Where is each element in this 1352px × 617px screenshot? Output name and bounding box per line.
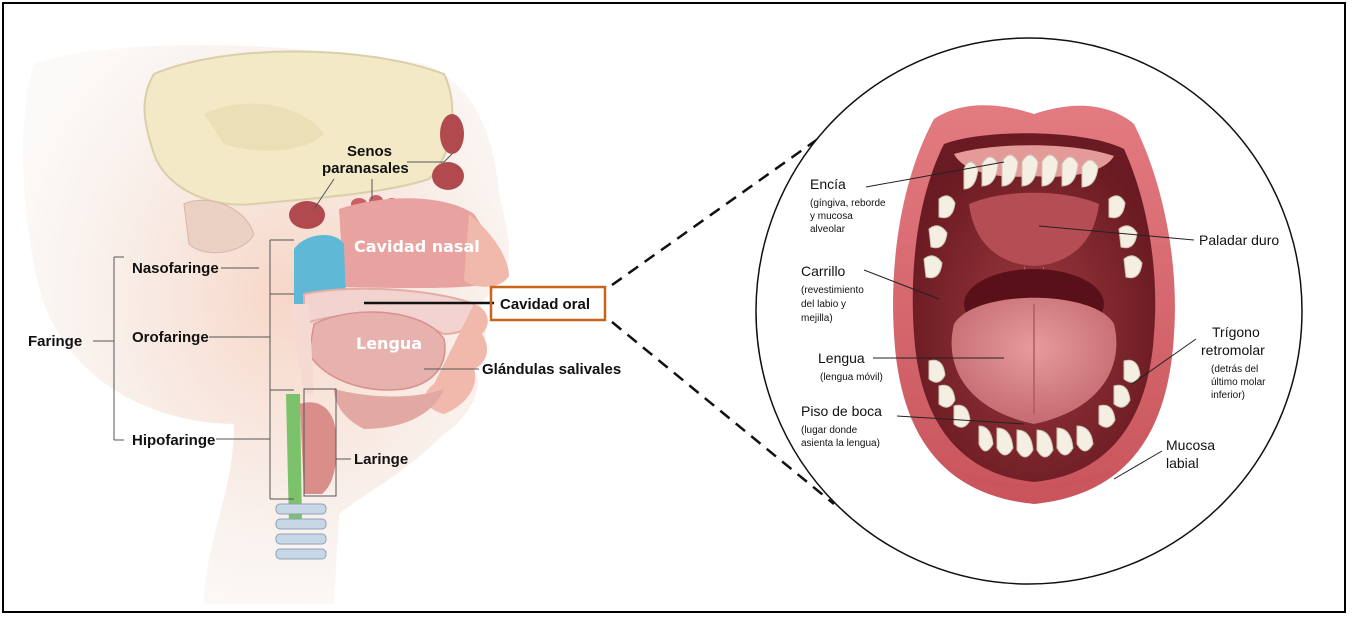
label-faringe: Faringe: [28, 333, 82, 350]
label-hipofaringe: Hipofaringe: [132, 432, 215, 449]
label-carrillo-sub1: (revestimiento: [801, 285, 864, 296]
label-piso-sub2: asienta la lengua): [801, 438, 880, 449]
label-encia: Encía: [810, 176, 846, 192]
label-trigono-1: Trígono: [1212, 324, 1260, 340]
label-trigono-sub3: inferior): [1211, 390, 1245, 401]
label-encia-sub1: (gíngiva, reborde: [810, 198, 886, 209]
label-carrillo: Carrillo: [801, 263, 846, 279]
label-mucosa-1: Mucosa: [1166, 437, 1215, 453]
label-senos-1: Senos: [347, 143, 392, 160]
label-mucosa-2: labial: [1166, 455, 1199, 471]
label-trigono-sub1: (detrás del: [1211, 364, 1258, 375]
label-glandulas: Glándulas salivales: [482, 361, 621, 378]
label-lengua-right: Lengua: [818, 350, 865, 366]
label-cavidad-nasal: Cavidad nasal: [354, 237, 480, 256]
mouth-detail: [756, 38, 1302, 584]
label-lengua-sub: (lengua móvil): [820, 372, 883, 383]
label-trigono-sub2: último molar: [1211, 377, 1266, 388]
label-carrillo-sub3: mejilla): [801, 313, 833, 324]
label-encia-sub3: alveolar: [810, 224, 846, 235]
label-lengua-left: Lengua: [356, 334, 422, 353]
label-senos-2: paranasales: [322, 160, 409, 177]
label-piso-de-boca: Piso de boca: [801, 403, 882, 419]
label-trigono-2: retromolar: [1201, 342, 1265, 358]
label-orofaringe: Orofaringe: [132, 329, 209, 346]
label-nasofaringe: Nasofaringe: [132, 260, 219, 277]
label-paladar-duro: Paladar duro: [1199, 232, 1279, 248]
label-laringe: Laringe: [354, 451, 408, 468]
label-encia-sub2: y mucosa: [810, 211, 853, 222]
label-carrillo-sub2: del labio y: [801, 299, 846, 310]
anatomy-figure: Senos paranasales Cavidad nasal Nasofari…: [4, 4, 1344, 611]
label-cavidad-oral: Cavidad oral: [500, 296, 590, 313]
head-illustration: [23, 45, 509, 604]
label-piso-sub1: (lugar donde: [801, 425, 858, 436]
